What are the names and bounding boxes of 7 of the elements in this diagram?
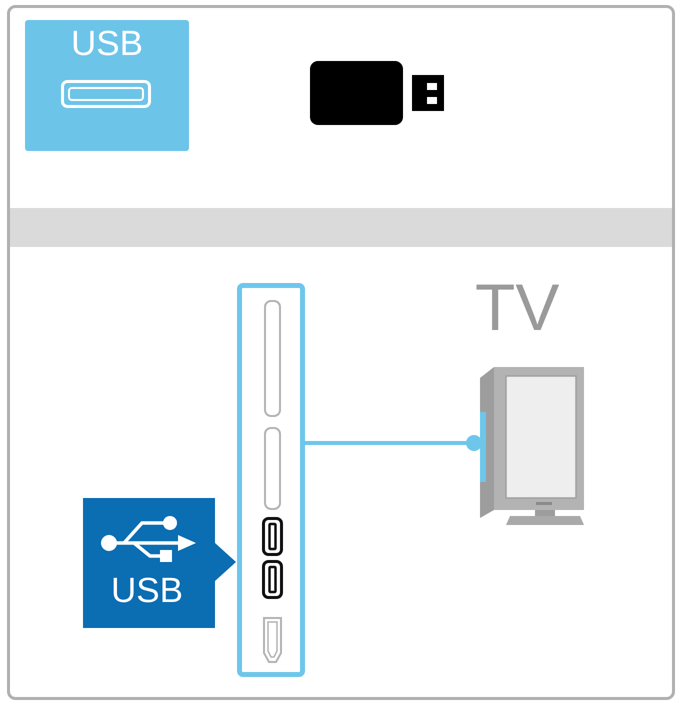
- connector-label: USB: [71, 26, 143, 61]
- tv-label: TV: [475, 274, 560, 340]
- connector-label: USB: [111, 573, 183, 608]
- connector-line: [305, 435, 482, 451]
- connector-panel: [237, 283, 305, 677]
- connector-tile: [25, 20, 189, 151]
- callout-badge: [83, 498, 236, 628]
